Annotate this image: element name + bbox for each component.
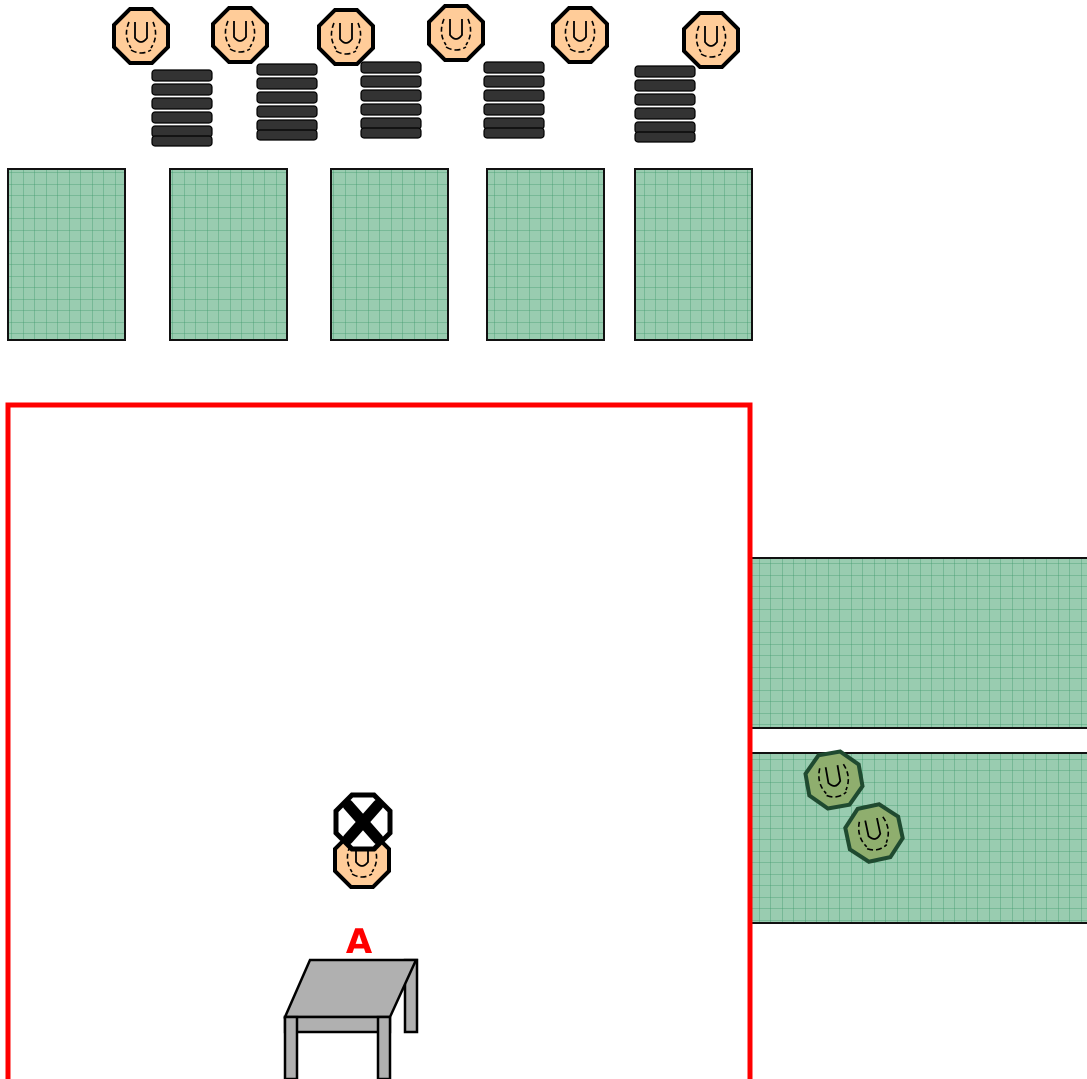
mat-grid [8,169,125,340]
right-mats [751,558,1087,923]
tire-stack-icon [257,64,317,140]
x-target-icon [336,795,390,849]
mat-grid [331,169,448,340]
mat-grid [751,558,1087,728]
tire-stack-icon [635,66,695,142]
person-top-view-icon [114,9,168,63]
mat-grid [751,753,1087,923]
table-icon [285,960,417,1079]
person-top-view-icon [213,8,267,62]
person-top-view-icon [429,6,483,60]
tire-stacks [152,62,695,146]
tire-stack-icon [484,62,544,138]
tire-stack-icon [152,70,212,146]
tire-stack-icon [361,62,421,138]
position-label: A [346,922,373,962]
top-people [114,6,738,67]
upper-mats [8,169,752,340]
mat-grid [170,169,287,340]
person-top-view-icon [319,10,373,64]
person-top-view-icon [684,13,738,67]
person-top-view-icon [553,8,607,62]
mat-grid [487,169,604,340]
mat-grid [635,169,752,340]
